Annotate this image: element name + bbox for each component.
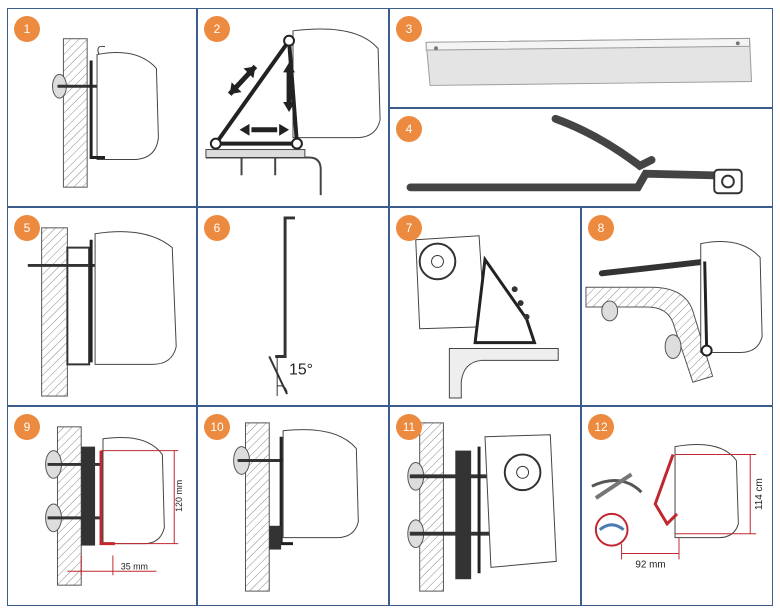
step-badge-7: 7 [396,215,422,241]
step-badge-9: 9 [14,414,40,440]
step-badge-3: 3 [396,16,422,42]
offset-bracket-illustration [233,422,359,592]
step-badge-2: 2 [204,16,230,42]
height-dimension-label: 120 mm [174,480,184,512]
step-badge-12: 12 [588,414,614,440]
panel-3: 3 [389,8,773,108]
horizontal-arrow-icon [239,123,290,136]
panel-4: 4 [389,108,773,207]
panel-5: 5 [7,207,197,406]
panel-10: 10 [197,406,389,606]
vertical-arrow-icon [283,62,295,112]
panel-11: 11 [389,406,581,606]
mounting-rail-illustration [425,37,753,86]
wall-bracket-illustration [52,38,159,188]
diagonal-arrow-icon [227,64,258,96]
width-dimension-label: 35 mm [121,561,148,571]
step-badge-4: 4 [396,116,422,142]
extension-arm-illustration [406,114,743,195]
panel-8: 8 [581,207,773,406]
cassette-wall-mount-illustration [407,422,557,592]
panel-6: 6 15° [197,207,389,406]
step-badge-5: 5 [14,215,40,241]
angle-profile-illustration: 15° [268,216,313,397]
rail-adapter-dimension-illustration: 114 cm 92 mm [591,444,765,570]
height-dimension-label: 114 cm [754,478,765,510]
dimensioned-bracket-illustration: 120 mm 35 mm [45,426,184,586]
step-badge-10: 10 [204,414,230,440]
panel-1: 1 [7,8,197,207]
step-badge-11: 11 [396,414,422,440]
panel-12: 12 114 cm 92 mm [581,406,773,606]
panel-7: 7 [389,207,581,406]
roof-bracket-adjust-illustration [205,28,381,196]
angle-label: 15° [289,361,313,378]
step-badge-1: 1 [14,16,40,42]
step-badge-8: 8 [588,215,614,241]
width-dimension-label: 92 mm [635,559,665,570]
step-badge-6: 6 [204,215,230,241]
panel-9: 9 120 mm 35 mm [7,406,197,606]
cassette-roof-mount-illustration [415,235,559,399]
spacer-bracket-illustration [27,227,177,397]
roof-support-arm-illustration [585,241,763,383]
panel-2: 2 [197,8,389,207]
